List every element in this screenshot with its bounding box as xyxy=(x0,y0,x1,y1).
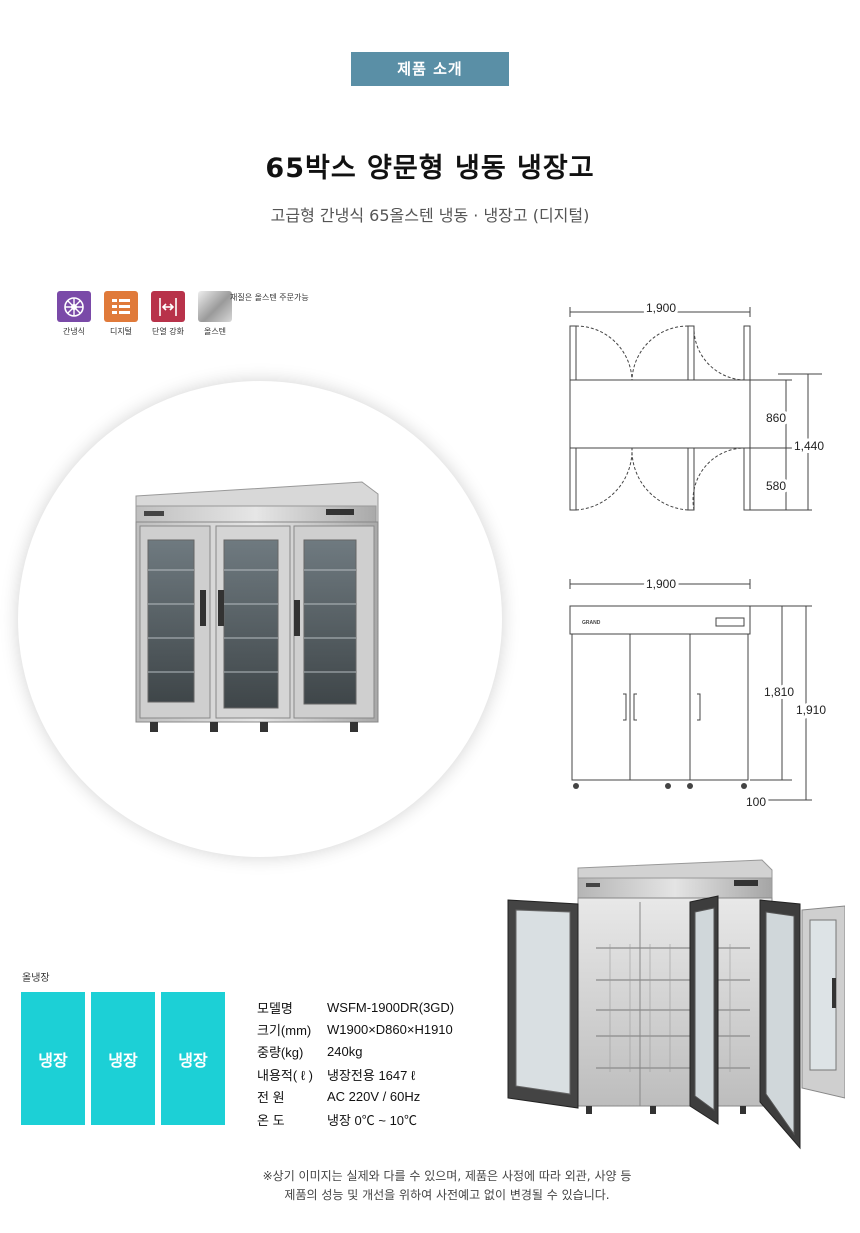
cold-type-label: 올냉장 xyxy=(22,973,50,984)
feature-insulation: 단열 강화 xyxy=(149,291,187,337)
dim-depth-total: 1,440 xyxy=(794,439,824,453)
spec-key: 크기(mm) xyxy=(257,1023,312,1039)
feature-icons: 간냉식 디지털 단열 강화 올스텐 xyxy=(55,291,234,337)
spec-value: WSFM-1900DR(3GD) xyxy=(327,999,455,1015)
spec-value: 냉장 0℃ ~ 10℃ xyxy=(327,1112,418,1128)
refrigerator-illustration xyxy=(135,481,379,732)
spec-row: 온 도 냉장 0℃ ~ 10℃ xyxy=(257,1108,454,1130)
spec-value: 냉장전용 1647 ℓ xyxy=(327,1067,416,1083)
feature-label: 디지털 xyxy=(109,327,133,336)
front-view-drawing: GRAND 1,900 1,810 1,910 100 xyxy=(569,574,829,810)
spec-key: 내용적( ℓ ) xyxy=(257,1067,313,1083)
disclaimer: ※상기 이미지는 실제와 다를 수 있으며, 제품은 사정에 따라 외관, 사양… xyxy=(0,1167,860,1205)
dim-leg: 100 xyxy=(746,795,766,809)
product-photo-circle xyxy=(18,381,502,857)
compartment-tile: 냉장 xyxy=(91,992,155,1125)
material-note: 재질은 올스텐 주문가능 xyxy=(230,293,309,302)
spec-row: 중량(kg) 240kg xyxy=(257,1041,454,1063)
compartment-tile: 냉장 xyxy=(21,992,85,1125)
feature-stainless: 올스텐 xyxy=(196,291,234,337)
spec-row: 내용적( ℓ ) 냉장전용 1647 ℓ xyxy=(257,1063,454,1085)
dim-width-top: 1,900 xyxy=(646,301,676,315)
feature-label: 간냉식 xyxy=(62,327,86,336)
dim-height-body: 1,810 xyxy=(764,685,794,699)
spec-row: 모델명 WSFM-1900DR(3GD) xyxy=(257,996,454,1018)
dim-height-total: 1,910 xyxy=(796,703,826,717)
spec-value: AC 220V / 60Hz xyxy=(327,1089,421,1105)
spec-key: 모델명 xyxy=(257,1000,293,1016)
insulation-icon xyxy=(151,291,185,322)
product-subtitle: 고급형 간냉식 65올스텐 냉동 · 냉장고 (디지털) xyxy=(270,206,590,225)
spec-key: 전 원 xyxy=(257,1090,285,1106)
section-badge: 제품 소개 xyxy=(351,52,509,86)
spec-key: 온 도 xyxy=(257,1112,285,1128)
digital-display-icon xyxy=(104,291,138,322)
dim-depth-b: 580 xyxy=(766,479,786,493)
dim-width-front: 1,900 xyxy=(646,577,676,591)
spec-key: 중량(kg) xyxy=(257,1045,304,1061)
spec-table: 모델명 WSFM-1900DR(3GD) 크기(mm) W1900×D860×H19… xyxy=(257,996,454,1130)
fan-cooling-icon xyxy=(57,291,91,322)
feature-label: 올스텐 xyxy=(203,327,227,336)
spec-row: 크기(mm) W1900×D860×H1910 xyxy=(257,1018,454,1040)
spec-value: 240kg xyxy=(327,1044,363,1060)
open-door-illustration xyxy=(507,859,845,1150)
disclaimer-line-2: 제품의 성능 및 개선을 위하여 사전예고 없이 변경될 수 있습니다. xyxy=(284,1188,610,1202)
feature-indirect-cooling: 간냉식 xyxy=(55,291,93,337)
dim-depth-a: 860 xyxy=(766,411,786,425)
stainless-steel-icon xyxy=(198,291,232,322)
product-title: 65박스 양문형 냉동 냉장고 xyxy=(265,153,595,184)
disclaimer-line-1: ※상기 이미지는 실제와 다를 수 있으며, 제품은 사정에 따라 외관, 사양… xyxy=(262,1169,632,1183)
compartment-tiles: 냉장 냉장 냉장 xyxy=(21,992,225,1125)
spec-row: 전 원 AC 220V / 60Hz xyxy=(257,1086,454,1108)
top-view-drawing: 1,900 860 580 1,440 xyxy=(569,298,827,511)
spec-value: W1900×D860×H1910 xyxy=(327,1022,453,1038)
feature-label: 단열 강화 xyxy=(152,327,184,336)
brand-logo-text: GRAND xyxy=(582,620,601,626)
feature-digital: 디지털 xyxy=(102,291,140,337)
compartment-tile: 냉장 xyxy=(161,992,225,1125)
